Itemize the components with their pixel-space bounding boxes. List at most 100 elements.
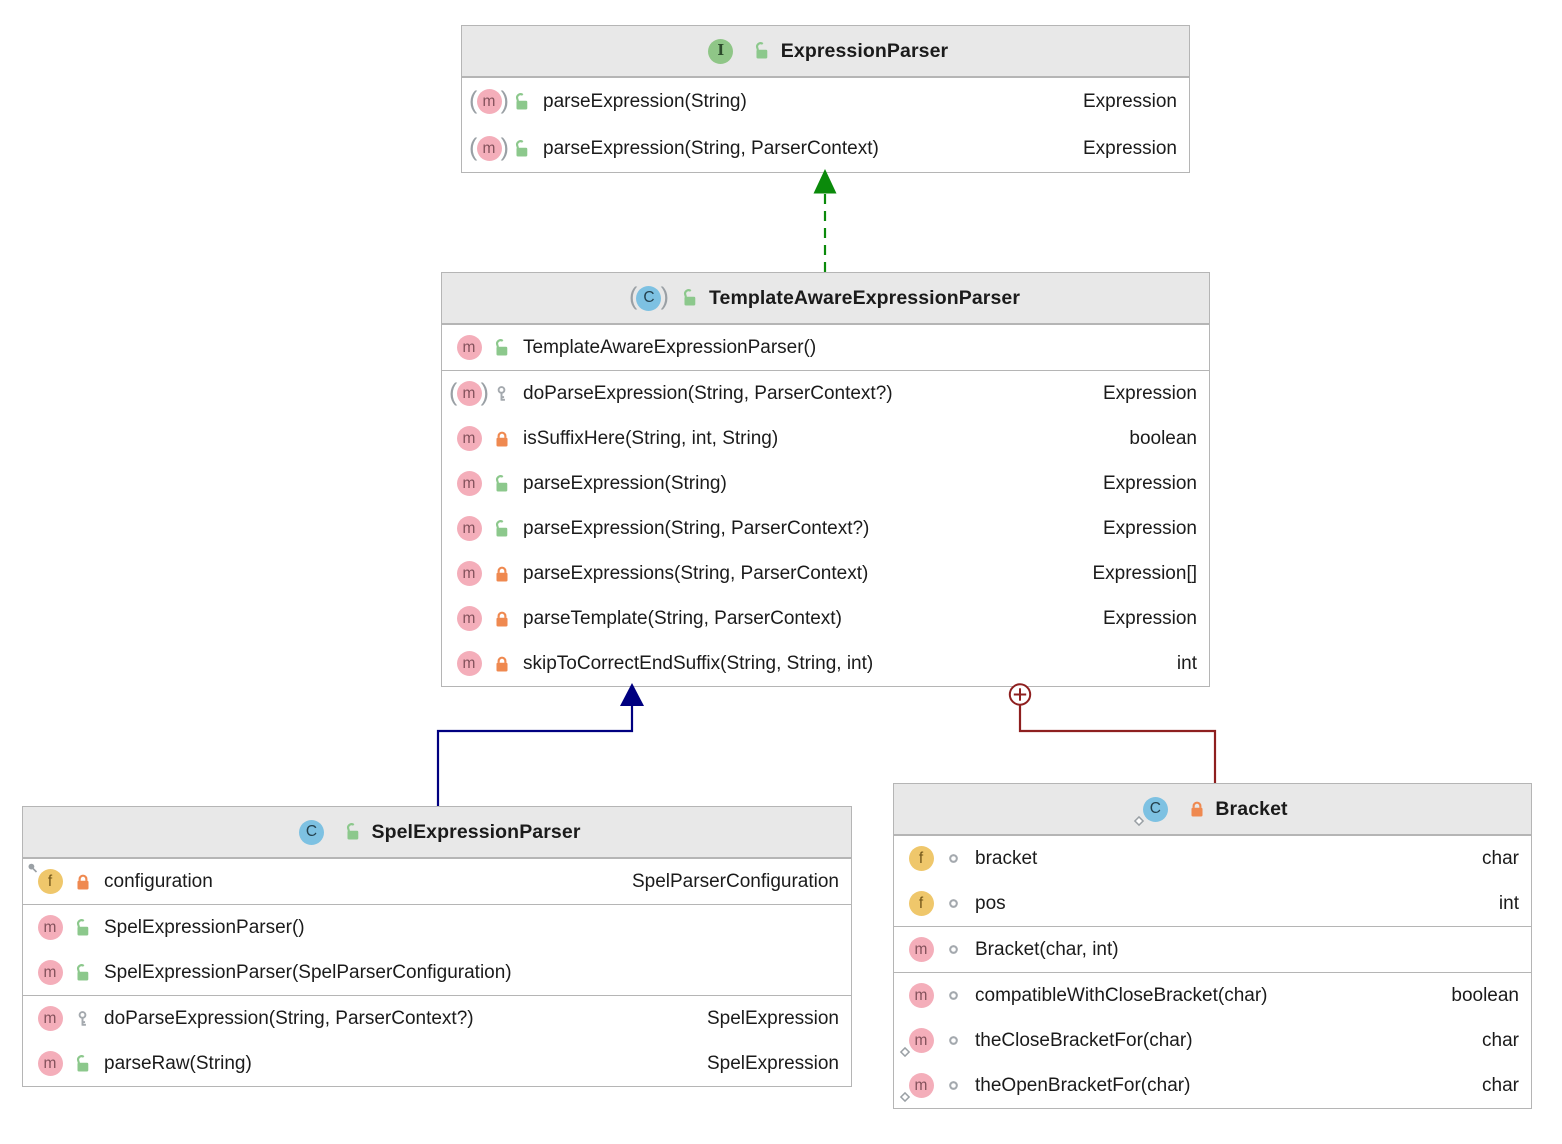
member-return-type: Expression [1103,382,1197,404]
abstract-paren-right: ) [660,282,669,311]
method-icon: m [451,605,487,632]
member-return-type: Expression [1103,607,1197,629]
method-icon: (m) [469,85,509,114]
member-row[interactable]: m skipToCorrectEndSuffix(String, String, … [442,641,1209,686]
open-lock-glyph [76,918,88,936]
visibility-package-icon [944,896,963,911]
member-signature: doParseExpression(String, ParserContext?… [104,1007,474,1029]
member-return-type: int [1176,652,1197,674]
visibility-public-icon [512,92,531,111]
member-return-type: boolean [1129,427,1197,449]
ring-glyph [949,1081,958,1090]
static-diamond-icon [1134,815,1145,826]
methods-section: (m)parseExpression(String)Expression(m)p… [462,77,1189,172]
open-lock-glyph [76,963,88,981]
visibility-protected-icon [492,385,511,403]
method-icon: m [451,650,487,677]
visibility-public-icon [73,918,92,937]
class-icon: C [293,819,329,846]
visibility-private-icon [492,655,511,673]
open-lock-glyph [495,474,507,492]
member-signature: bracket [975,847,1038,869]
interface-icon: I [703,38,739,65]
closed-lock-glyph [76,874,89,890]
member-row[interactable]: f pos int [894,881,1531,926]
member-return-type: Expression [1083,137,1177,159]
member-signature: skipToCorrectEndSuffix(String, String, i… [523,652,874,674]
member-return-type: char [1482,1029,1519,1051]
closed-lock-glyph [495,656,508,672]
class-name: Bracket [1215,797,1288,820]
inner-class-connector [1008,683,1217,783]
final-pin-icon [28,863,38,873]
open-lock-glyph [495,519,507,537]
method-icon: m [32,959,68,986]
field-icon: f [903,890,939,917]
member-signature: TemplateAwareExpressionParser() [523,336,817,358]
key-glyph [78,1010,87,1026]
member-return-type: SpelExpression [706,1007,839,1029]
key-glyph [497,385,506,401]
methods-section: m doParseExpression(String, ParserContext… [23,995,851,1086]
visibility-private-icon [492,430,511,448]
static-diamond-icon [899,1091,911,1103]
member-return-type: Expression [1083,90,1177,112]
member-signature: SpelExpressionParser(SpelParserConfigura… [104,961,512,983]
member-row[interactable]: (m)parseExpression(String, ParserContext… [462,125,1189,172]
member-return-type: int [1498,892,1519,914]
abstract-paren-left: ( [469,132,478,161]
open-lock-glyph [515,139,527,157]
method-icon: m [32,1050,68,1077]
abstract-paren-right: ) [500,132,509,161]
member-return-type: char [1482,1074,1519,1096]
method-icon: m [451,560,487,587]
class-header-template-aware-expression-parser[interactable]: (C)TemplateAwareExpressionParser [442,273,1209,324]
visibility-package-icon [944,988,963,1003]
member-row[interactable]: (m) parseExpression(String) Expression [462,78,1189,125]
visibility-public-icon [681,289,700,307]
member-row[interactable]: m SpelExpressionParser() [23,905,851,950]
visibility-public-icon [512,139,531,158]
static-diamond-icon [899,1046,911,1058]
abstract-paren-right: ) [480,377,489,406]
member-signature: configuration [104,870,213,892]
visibility-public-icon [492,338,511,357]
class-icon: C [1134,796,1173,826]
member-signature: doParseExpression(String, ParserContext?… [523,382,893,404]
class-header-bracket[interactable]: C Bracket [894,784,1531,835]
method-icon: m [32,914,68,941]
member-row[interactable]: (m)doParseExpression(String, ParserConte… [442,371,1209,416]
field-icon: f [28,863,68,895]
field-icon: f [903,845,939,872]
member-signature: parseExpression(String) [543,90,747,112]
closed-lock-glyph [495,566,508,582]
visibility-public-icon [343,823,362,841]
member-row[interactable]: m SpelExpressionParser(SpelParserConfigur… [23,950,851,995]
member-signature: pos [975,892,1006,914]
member-signature: theCloseBracketFor(char) [975,1029,1193,1051]
member-signature: SpelExpressionParser() [104,916,305,938]
